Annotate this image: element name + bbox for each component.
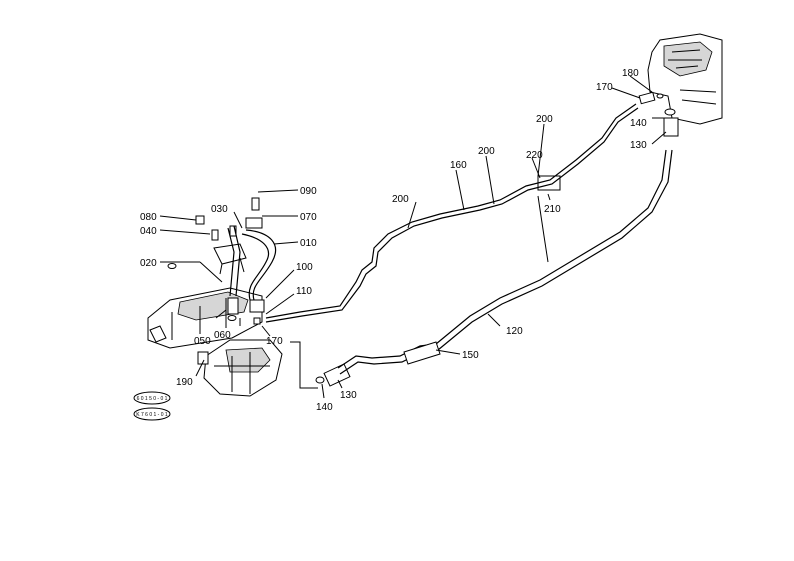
callout-190: 190	[176, 377, 193, 388]
callout-100: 100	[296, 262, 313, 273]
control-valve	[197, 339, 283, 397]
callout-010: 010	[300, 238, 317, 249]
callout-220: 220	[526, 150, 543, 161]
filter-bracket	[213, 243, 247, 275]
callout-120: 120	[506, 326, 523, 337]
callout-030: 030	[211, 204, 228, 215]
callout-050: 050	[194, 336, 211, 347]
callout-130-top: 130	[630, 140, 647, 151]
callout-140-bottom: 140	[316, 402, 333, 413]
callouts: 010 020 030 040 050 060 070 080 090 100 …	[140, 68, 647, 413]
callout-170-top: 170	[596, 82, 613, 93]
callout-140-top: 140	[630, 118, 647, 129]
callout-200-a: 200	[392, 194, 409, 205]
stamp-top-text: 6 0 1 5 0 - 0 1	[137, 396, 168, 402]
callout-160: 160	[450, 160, 467, 171]
callout-210: 210	[544, 204, 561, 215]
callout-180: 180	[622, 68, 639, 79]
callout-150: 150	[462, 350, 479, 361]
callout-130-bottom: 130	[340, 390, 357, 401]
callout-110: 110	[296, 286, 312, 297]
callout-080: 080	[140, 212, 157, 223]
callout-200-c: 200	[536, 114, 553, 125]
callout-090: 090	[300, 186, 317, 197]
callout-060: 060	[214, 330, 231, 341]
callout-200-b: 200	[478, 146, 495, 157]
callout-170-bottom: 170	[266, 336, 283, 347]
leader-lines	[159, 75, 667, 399]
reference-stamps: 6 0 1 5 0 - 0 1 K 7 6 0 1 - 0 1	[133, 391, 171, 421]
callout-070: 070	[300, 212, 317, 223]
callout-040: 040	[140, 226, 157, 237]
small-parts	[167, 91, 679, 387]
pipes	[227, 103, 673, 389]
stamp-bottom-text: K 7 6 0 1 - 0 1	[136, 412, 168, 418]
stamp-bottom	[133, 407, 171, 421]
callout-020: 020	[140, 258, 157, 269]
stamp-top	[133, 391, 171, 405]
engine-block	[647, 33, 723, 125]
